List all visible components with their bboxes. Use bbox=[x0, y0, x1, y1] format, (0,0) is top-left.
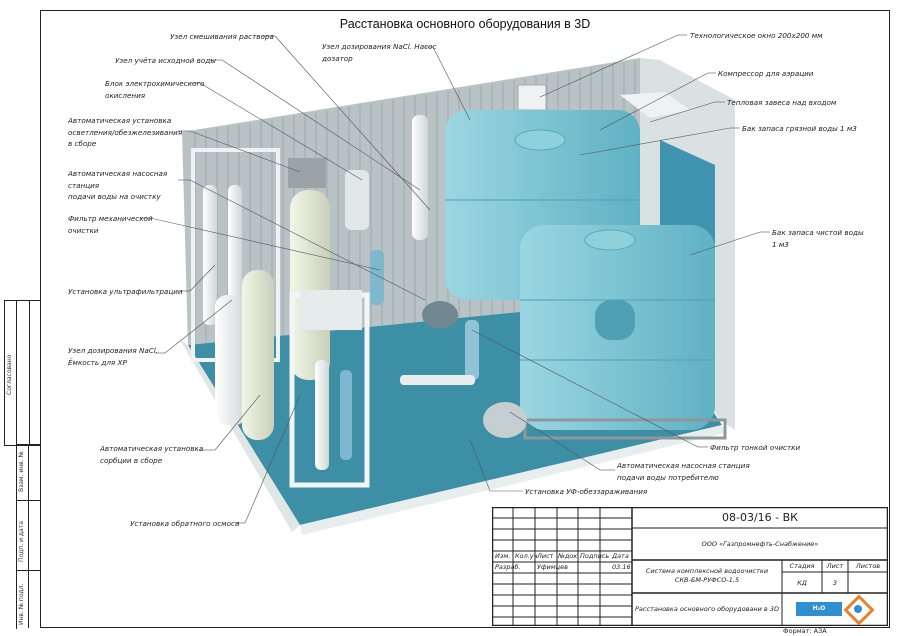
control-valve bbox=[288, 158, 326, 188]
electrochem-unit bbox=[345, 170, 369, 230]
label-heat-curtain: Тепловая завеса над входом bbox=[727, 98, 837, 107]
label-uv: Установка УФ-обеззараживания bbox=[525, 487, 648, 496]
leader-line bbox=[599, 72, 709, 131]
mech-filter bbox=[370, 250, 384, 305]
leader-line bbox=[164, 299, 233, 354]
leader-line bbox=[189, 179, 426, 301]
header-sign: Подпись bbox=[580, 552, 610, 560]
header-date: Дата bbox=[612, 552, 629, 560]
label-dirty-tank: Бак запаса грязной воды 1 м3 bbox=[742, 124, 857, 133]
sorption-column bbox=[242, 270, 274, 440]
ultrafiltration-cylinder bbox=[228, 185, 242, 325]
leader-line bbox=[244, 394, 301, 524]
doc-code: 08-03/16 - ВК bbox=[722, 511, 798, 524]
label-reverse-osmosis: Установка обратного осмоса bbox=[130, 519, 240, 528]
title-block: 08-03/16 - ВК ООО «Газпромнефть-Снабжени… bbox=[492, 507, 888, 626]
sheets-label: Листов bbox=[855, 562, 881, 570]
floor-edge-left bbox=[180, 340, 300, 532]
leader-line bbox=[471, 329, 699, 448]
label-nacl-pump: Узел дозирования NaCl. Насос дозатор bbox=[322, 42, 437, 63]
tank-pallet bbox=[523, 418, 727, 440]
label-mech-filter: Фильтр механической очистки bbox=[68, 214, 153, 235]
leader-line bbox=[199, 82, 363, 181]
label-pump-out: Автоматическая насосная станция подачи в… bbox=[617, 461, 750, 482]
header-ndok: №док bbox=[558, 552, 578, 560]
leader-line bbox=[649, 101, 716, 123]
floor-edge bbox=[300, 425, 725, 535]
drawing-frame bbox=[40, 10, 890, 628]
company-name: ООО «Газпромнефть-Снабжение» bbox=[701, 540, 819, 548]
header-kol: Кол.уч bbox=[515, 552, 538, 560]
nacl-tank bbox=[215, 295, 247, 425]
window-icon bbox=[517, 84, 547, 111]
label-metering-unit: Узел учёта исходной воды bbox=[115, 56, 216, 65]
paper-format: Формат: А3А bbox=[783, 627, 827, 635]
uv-unit bbox=[400, 375, 475, 385]
label-window: Технологическое окно 200х200 мм bbox=[690, 31, 823, 40]
side-stamp: Согласовано Взам. инв. № Подп. и дата Ин… bbox=[4, 300, 41, 629]
drawing-title: Расстановка основного оборудования в 3D bbox=[339, 17, 591, 31]
header-izm: Изм. bbox=[495, 552, 511, 560]
developer-name: Уфимцев bbox=[537, 563, 568, 571]
clean-water-tank bbox=[520, 225, 715, 430]
label-deferrization: Автоматическая установка осветления/обез… bbox=[68, 116, 183, 148]
developer-role: Разраб. bbox=[495, 563, 521, 571]
mixing-unit bbox=[412, 115, 428, 240]
reverse-osmosis-unit bbox=[289, 290, 370, 488]
label-electrochem: Блок электрохимического окисления bbox=[105, 79, 205, 100]
label-clean-tank: Бак запаса чистой воды 1 м3 bbox=[772, 228, 864, 249]
leader-line bbox=[189, 264, 216, 292]
label-compressor: Компрессор для аэрации bbox=[718, 69, 814, 78]
label-ultrafiltration: Установка ультрафильтрации bbox=[68, 287, 183, 296]
leader-line bbox=[221, 59, 421, 191]
label-sorption: Автоматическая установка сорбции в сборе bbox=[100, 444, 204, 465]
label-pump-in: Автоматическая насосная станция подачи в… bbox=[68, 169, 168, 201]
leader-line bbox=[274, 35, 431, 211]
developer-date: 03.16 bbox=[612, 563, 631, 571]
leader-line bbox=[432, 46, 471, 121]
deferrization-column bbox=[290, 190, 330, 380]
leader-line bbox=[689, 231, 761, 256]
sheet-label: Лист bbox=[826, 562, 844, 570]
label-nacl-tank: Узел дозирования NaCl. Ёмкость для ХР bbox=[68, 346, 159, 367]
sheet-title: Расстановка основного оборудовани в 3D bbox=[635, 605, 779, 613]
ultrafiltration-cylinder bbox=[203, 185, 217, 325]
header-list: Лист bbox=[537, 552, 554, 560]
stage-label: Стадия bbox=[789, 562, 815, 570]
heat-curtain-icon bbox=[620, 92, 690, 118]
leader-line bbox=[214, 394, 261, 451]
leader-line bbox=[539, 34, 679, 98]
leader-line bbox=[579, 127, 731, 156]
leader-line bbox=[469, 439, 491, 492]
label-mixing-unit: Узел смешивания раствора bbox=[170, 32, 274, 41]
leader-line bbox=[509, 411, 601, 471]
title-block-grid bbox=[492, 507, 888, 626]
leader-line bbox=[149, 217, 381, 271]
pump-in bbox=[422, 301, 458, 329]
sheet-value: 3 bbox=[832, 579, 838, 587]
leader-line bbox=[189, 130, 301, 173]
pump-out bbox=[483, 402, 527, 438]
system-name: Система комплексной водоочистки СКВ-БМ-Р… bbox=[645, 567, 769, 584]
stage-value: КД bbox=[797, 579, 807, 587]
label-fine-filter: Фильтр тонкой очистки bbox=[710, 443, 801, 452]
fine-filter bbox=[465, 320, 479, 380]
company-logo: H₂O bbox=[794, 594, 876, 626]
